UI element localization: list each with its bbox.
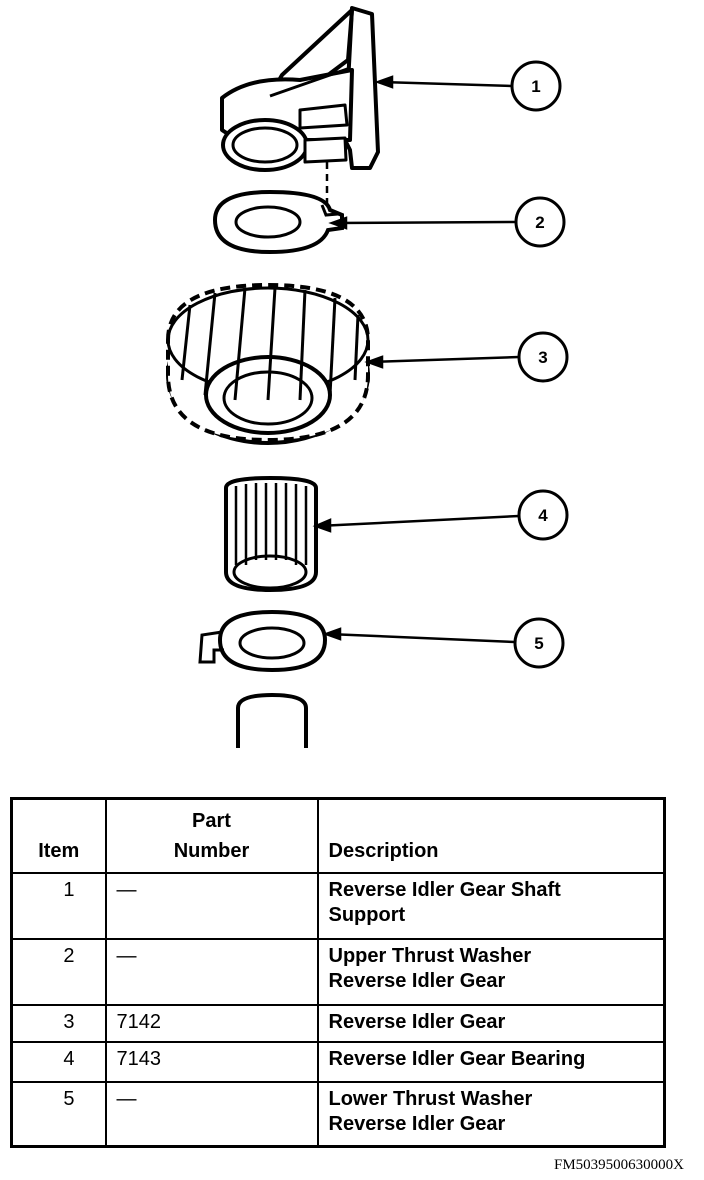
idler-shaft bbox=[236, 692, 308, 748]
table-row: 2 — Upper Thrust Washer Reverse Idler Ge… bbox=[10, 937, 666, 1006]
row-part: — bbox=[104, 871, 319, 940]
leader-lines bbox=[312, 75, 520, 644]
row-item: 4 bbox=[10, 1040, 107, 1083]
row-desc-line2: Reverse Idler Gear bbox=[328, 1112, 506, 1135]
header-item: Item bbox=[10, 797, 107, 874]
header-part-line2: Number bbox=[173, 839, 250, 862]
callout-5-label: 5 bbox=[534, 634, 543, 653]
row-desc-line1: Reverse Idler Gear bbox=[328, 1010, 506, 1033]
callout-4: 4 bbox=[517, 489, 569, 541]
row-part: — bbox=[104, 937, 319, 1006]
callout-1-label: 1 bbox=[531, 77, 540, 96]
row-desc-line1: Upper Thrust Washer bbox=[328, 944, 532, 967]
row-description: Upper Thrust Washer Reverse Idler Gear bbox=[316, 937, 666, 1006]
header-part-number: Part Number bbox=[104, 797, 319, 874]
needle-bearing bbox=[224, 475, 318, 593]
callout-5: 5 bbox=[513, 617, 565, 669]
row-item: 3 bbox=[10, 1003, 107, 1043]
table-row: 3 7142 Reverse Idler Gear bbox=[10, 1003, 666, 1043]
row-desc-line1: Reverse Idler Gear Bearing bbox=[328, 1047, 586, 1070]
figure-id: FM5039500630000X bbox=[553, 1157, 684, 1173]
parts-table: Item Part Number Description 1 — Reverse… bbox=[10, 797, 666, 1148]
row-part: — bbox=[104, 1080, 319, 1148]
lower-thrust-washer bbox=[198, 609, 328, 673]
row-item: 1 bbox=[10, 871, 107, 940]
table-row: 1 — Reverse Idler Gear Shaft Support bbox=[10, 871, 666, 940]
table-row: 5 — Lower Thrust Washer Reverse Idler Ge… bbox=[10, 1080, 666, 1148]
row-desc-line1: Reverse Idler Gear Shaft bbox=[328, 878, 561, 901]
exploded-parts-diagram: 1 2 3 4 5 bbox=[166, 6, 569, 748]
row-desc-line2: Support bbox=[328, 903, 406, 926]
shaft-support-bracket bbox=[220, 6, 380, 172]
row-desc-line1: Lower Thrust Washer bbox=[328, 1087, 533, 1110]
header-part-line1: Part bbox=[192, 809, 231, 832]
callout-2: 2 bbox=[514, 196, 566, 248]
callout-4-label: 4 bbox=[538, 506, 548, 525]
callout-3: 3 bbox=[517, 331, 569, 383]
row-desc-line2: Reverse Idler Gear bbox=[328, 969, 506, 992]
row-part: 7142 bbox=[104, 1003, 319, 1043]
table-row: 4 7143 Reverse Idler Gear Bearing bbox=[10, 1040, 666, 1083]
row-description: Reverse Idler Gear Bearing bbox=[316, 1040, 666, 1083]
callout-1: 1 bbox=[510, 60, 562, 112]
callout-2-label: 2 bbox=[535, 213, 544, 232]
header-description: Description bbox=[316, 797, 666, 874]
row-description: Lower Thrust Washer Reverse Idler Gear bbox=[316, 1080, 666, 1148]
row-item: 2 bbox=[10, 937, 107, 1006]
table-header-row: Item Part Number Description bbox=[10, 797, 666, 874]
row-description: Reverse Idler Gear Shaft Support bbox=[316, 871, 666, 940]
callout-3-label: 3 bbox=[538, 348, 547, 367]
row-item: 5 bbox=[10, 1080, 107, 1148]
row-part: 7143 bbox=[104, 1040, 319, 1083]
row-description: Reverse Idler Gear bbox=[316, 1003, 666, 1043]
upper-thrust-washer bbox=[212, 189, 344, 255]
reverse-idler-gear bbox=[166, 282, 370, 445]
